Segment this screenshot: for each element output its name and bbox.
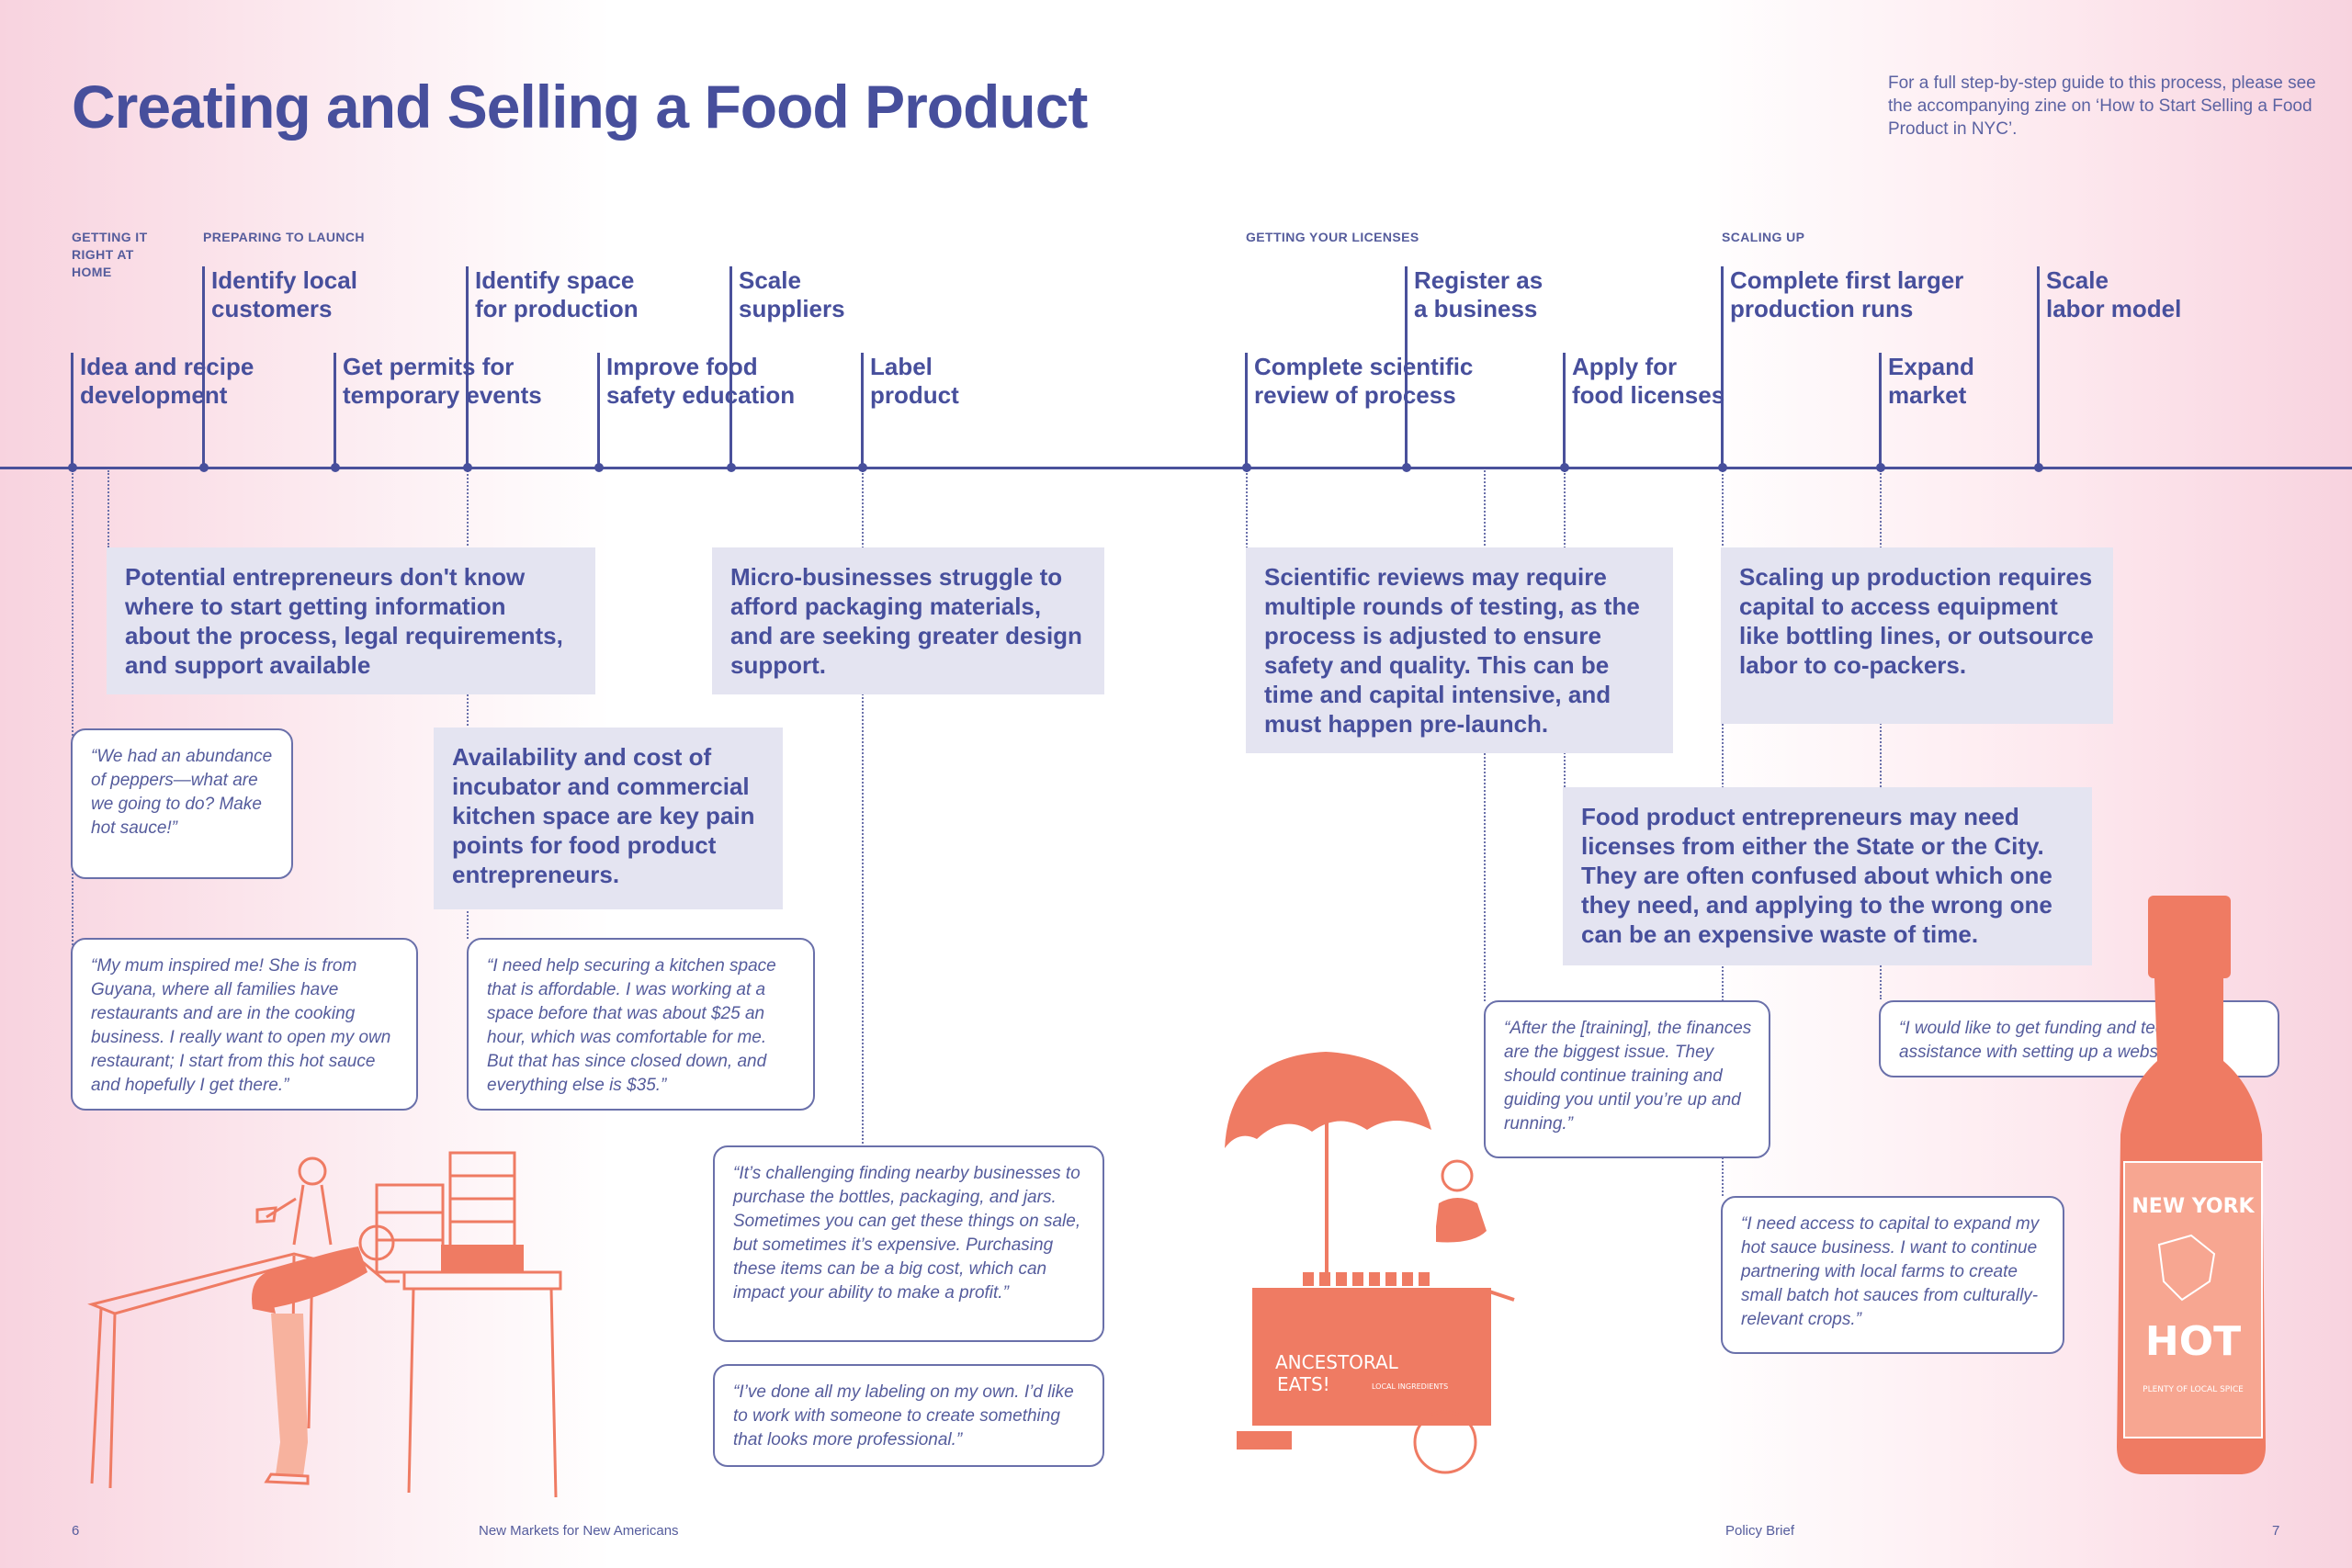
timeline-dot [1242, 463, 1251, 472]
timeline-stem [1563, 353, 1566, 468]
quote-training: “After the [training], the finances are … [1484, 1000, 1770, 1158]
section-name: Policy Brief [1725, 1523, 1795, 1539]
pain-point-licenses: Food product entrepreneurs may need lice… [1563, 787, 2092, 965]
bottle-label-top: NEW YORK [2132, 1195, 2255, 1218]
timeline-stem [861, 353, 864, 468]
cart-sign-text-2: EATS! [1277, 1373, 1330, 1395]
connector-line [1246, 470, 1248, 548]
timeline-dot [463, 463, 472, 472]
quote-peppers: “We had an abundance of peppers—what are… [71, 728, 293, 879]
timeline-dot [1876, 463, 1885, 472]
publication-name: New Markets for New Americans [479, 1523, 679, 1539]
phase-scaling-up: SCALING UP [1722, 230, 1805, 244]
timeline-dot [727, 463, 736, 472]
quote-mum: “My mum inspired me! She is from Guyana,… [71, 938, 418, 1111]
timeline-stem [1405, 266, 1408, 468]
timeline-stem [71, 353, 74, 468]
timeline-stem [729, 266, 732, 468]
timeline-axis [0, 467, 2352, 469]
timeline-stem [597, 353, 600, 468]
pain-point-scientific-review: Scientific reviews may require multiple … [1246, 547, 1673, 753]
pain-point-information: Potential entrepreneurs don't know where… [107, 547, 595, 694]
timeline-dot [1402, 463, 1411, 472]
timeline-dot [68, 463, 77, 472]
timeline-dot [331, 463, 340, 472]
quote-kitchen-space: “I need help securing a kitchen space th… [467, 938, 815, 1111]
pain-point-packaging: Micro-businesses struggle to afford pack… [712, 547, 1104, 694]
phase-preparing-to-launch: PREPARING TO LAUNCH [203, 230, 365, 244]
page-title: Creating and Selling a Food Product [72, 73, 1088, 141]
bottle-label-main: HOT [2145, 1318, 2241, 1365]
timeline-dot [199, 463, 209, 472]
timeline-stem [466, 266, 469, 468]
pain-point-scaling: Scaling up production requires capital t… [1721, 547, 2113, 724]
connector-line [107, 470, 109, 547]
timeline-dot [858, 463, 867, 472]
phase-getting-it-right-at-home: GETTING IT RIGHT AT HOME [72, 230, 148, 279]
pain-point-kitchen-space: Availability and cost of incubator and c… [434, 728, 783, 909]
food-cart-illustration: ANCESTORAL EATS! LOCAL INGREDIENTS [1225, 1052, 1515, 1474]
phase-getting-your-licenses: GETTING YOUR LICENSES [1246, 230, 1419, 244]
hot-sauce-bottle-illustration: NEW YORK HOT PLENTY OF LOCAL SPICE [2117, 896, 2266, 1474]
timeline-stem [334, 353, 336, 468]
timeline-stem [202, 266, 205, 468]
bottle-label-small: PLENTY OF LOCAL SPICE [2143, 1385, 2244, 1394]
quote-capital: “I need access to capital to expand my h… [1721, 1196, 2064, 1354]
timeline-dot [2034, 463, 2043, 472]
cart-sign-text: ANCESTORAL [1275, 1351, 1399, 1373]
timeline-stem [1721, 266, 1724, 468]
connector-line [467, 470, 469, 939]
connector-line [862, 470, 864, 1150]
page-number-right: 7 [2272, 1523, 2280, 1539]
connector-line [1880, 470, 1882, 999]
timeline-dot [1560, 463, 1569, 472]
guide-note: For a full step-by-step guide to this pr… [1888, 73, 2316, 139]
quote-bottles: “It’s challenging finding nearby busines… [713, 1145, 1104, 1342]
timeline-stem [2037, 266, 2040, 468]
timeline-stem [1879, 353, 1882, 468]
quote-labeling: “I’ve done all my labeling on my own. I’… [713, 1364, 1104, 1467]
cart-small-text: LOCAL INGREDIENTS [1372, 1382, 1448, 1391]
timeline-stem [1245, 353, 1248, 468]
kitchen-illustration [87, 1151, 562, 1498]
timeline-dot [594, 463, 604, 472]
page-number-left: 6 [72, 1523, 80, 1539]
timeline-dot [1718, 463, 1727, 472]
